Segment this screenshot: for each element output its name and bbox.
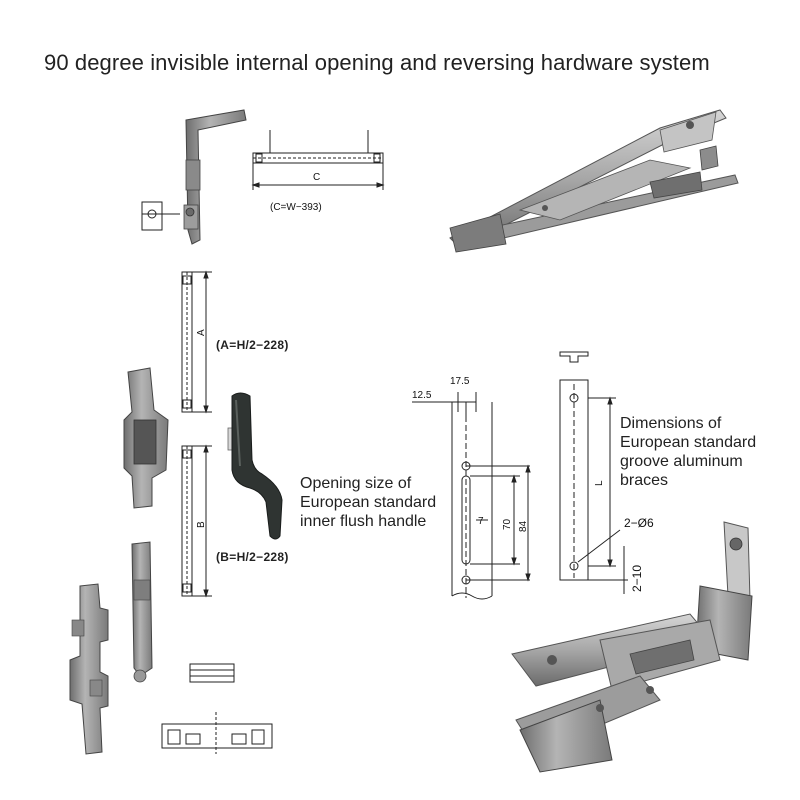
page-title: 90 degree invisible internal opening and… xyxy=(44,50,710,75)
handle-caption-line-2: European standard xyxy=(300,494,437,511)
dim-12-5: 12.5 xyxy=(412,390,432,401)
a-formula-label: (A=H/2−228) xyxy=(216,338,289,352)
keeper-drawing-small xyxy=(189,663,235,683)
locking-strip-part xyxy=(69,583,109,755)
dim-17-5: 17.5 xyxy=(450,376,470,387)
a-rod-drawing xyxy=(181,270,212,414)
brace-dimension-drawing xyxy=(559,351,628,594)
a-dimension-letter: A xyxy=(196,329,207,336)
small-keeper-drawing xyxy=(141,201,180,231)
brace-caption-line-1: Dimensions of xyxy=(620,415,722,432)
dim-2-phi6: 2−Ø6 xyxy=(624,516,654,530)
dim-84: 84 xyxy=(518,520,529,532)
corner-hinge-part xyxy=(183,109,247,245)
b-dimension-letter: B xyxy=(196,521,207,528)
dim-L: L xyxy=(594,480,605,486)
handle-caption-line-1: Opening size of xyxy=(300,475,412,492)
handle-caption-line-3: inner flush handle xyxy=(300,513,427,530)
lock-bar-part xyxy=(131,541,153,683)
dim-2-10: 2−10 xyxy=(630,564,644,592)
brace-caption-line-2: European standard xyxy=(620,434,757,451)
brace-caption-line-4: braces xyxy=(620,472,669,489)
c-formula-label: (C=W−393) xyxy=(270,202,322,213)
gearbox-part xyxy=(123,367,169,509)
handle-opening-drawing xyxy=(412,392,531,600)
dim-7: 7 xyxy=(478,516,484,527)
keeper-drawing-long xyxy=(161,712,273,754)
c-dimension-letter: C xyxy=(313,172,321,183)
b-rod-drawing xyxy=(181,444,212,598)
b-formula-label: (B=H/2−228) xyxy=(216,550,289,564)
dim-70: 70 xyxy=(502,518,513,530)
window-handle xyxy=(227,392,283,540)
c-rod-drawing xyxy=(251,130,385,190)
brace-caption-line-3: groove aluminum xyxy=(620,453,743,470)
top-stay-arm xyxy=(449,109,739,253)
bottom-hinge-part xyxy=(511,521,753,773)
